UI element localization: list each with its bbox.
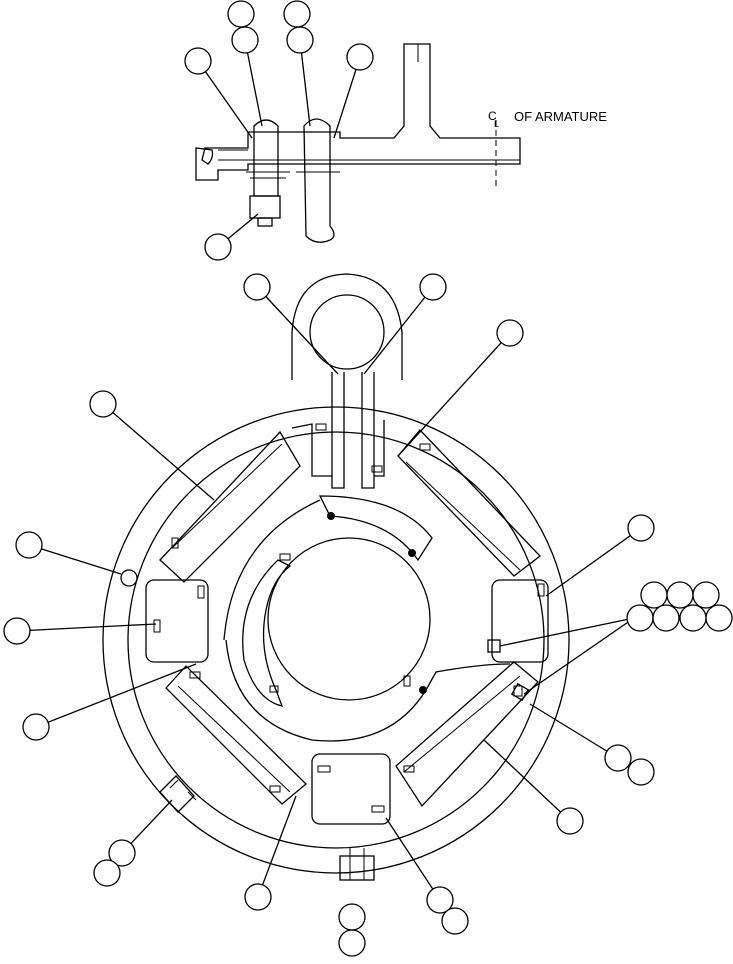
terminal-dot — [327, 512, 335, 520]
lower-left-bolt — [159, 775, 197, 813]
inner-ring — [127, 431, 545, 849]
brush-holder-lower-left — [165, 665, 307, 805]
callout-bubble — [22, 713, 50, 741]
callout-bubble — [244, 883, 272, 911]
pipe — [303, 118, 335, 243]
stud-bolt — [253, 119, 279, 197]
brush-box-bottom — [311, 753, 391, 825]
lifting-eye-hole — [309, 294, 385, 370]
bottom-view-callouts — [3, 273, 733, 957]
callout-bubble — [93, 859, 121, 887]
callout-bubble — [705, 604, 733, 632]
callout-bubble — [3, 617, 31, 645]
callout-bubble — [338, 929, 366, 957]
centerline-subscript: L — [494, 119, 499, 129]
inner-arc-left-outer — [223, 499, 321, 641]
callout-bubble — [346, 43, 374, 71]
callout-bubble — [231, 26, 259, 54]
stud-tip — [257, 217, 273, 227]
terminal-screw — [487, 639, 501, 653]
brush-holder-end-view — [102, 273, 570, 881]
callout-bubble — [640, 581, 668, 609]
brush-box-left — [145, 579, 209, 663]
ring-hole — [120, 569, 138, 587]
callout-bubble — [15, 531, 43, 559]
centerline-label: OF ARMATURE — [514, 109, 607, 124]
brush-holder-lower-right — [395, 661, 539, 808]
callout-bubble — [679, 604, 707, 632]
centerline-symbol: C — [488, 109, 497, 123]
callout-bubble — [556, 807, 584, 835]
callout-bubble — [604, 744, 632, 772]
callout-bubble — [108, 839, 136, 867]
inner-arc-lower — [225, 639, 511, 742]
callout-bubble — [89, 390, 117, 418]
terminal-dot — [419, 686, 427, 694]
top-strap — [331, 372, 375, 489]
callout-bubble — [496, 319, 524, 347]
callout-bubble — [204, 233, 232, 261]
inner-arc-left — [242, 559, 292, 707]
callout-bubble — [627, 758, 655, 786]
callout-bubble — [441, 907, 469, 935]
callout-bubble — [666, 581, 694, 609]
frame-bar — [195, 43, 521, 181]
inner-arc-upper — [318, 495, 433, 562]
callout-bubble — [227, 0, 255, 28]
callout-bubble — [692, 581, 720, 609]
bottom-bolt — [339, 848, 375, 881]
stud-nut — [249, 195, 281, 219]
callout-bubble — [286, 26, 314, 54]
brush-holder-upper-left — [159, 430, 301, 583]
lifting-eye-body — [291, 273, 403, 380]
callout-bubble — [184, 47, 212, 75]
terminal-dot — [408, 549, 416, 557]
callout-bubble — [419, 273, 447, 301]
center-bore — [267, 537, 431, 701]
callout-bubble — [243, 273, 271, 301]
brush-holder-upper-right — [397, 429, 541, 577]
callout-bubble — [652, 604, 680, 632]
top-bracket — [291, 420, 385, 477]
callout-bubble — [338, 903, 366, 931]
top-view-leaders — [197, 39, 361, 248]
armature-section-view: C L OF ARMATURE — [195, 43, 607, 243]
callout-bubble — [627, 514, 655, 542]
outer-ring — [102, 406, 570, 874]
bottom-view-leaders — [16, 286, 642, 901]
brush-box-right — [491, 579, 549, 663]
callout-bubble — [626, 604, 654, 632]
terminal-screw — [510, 682, 530, 702]
top-view-callouts — [184, 0, 374, 261]
callout-bubble — [426, 886, 454, 914]
callout-bubble — [283, 0, 311, 28]
